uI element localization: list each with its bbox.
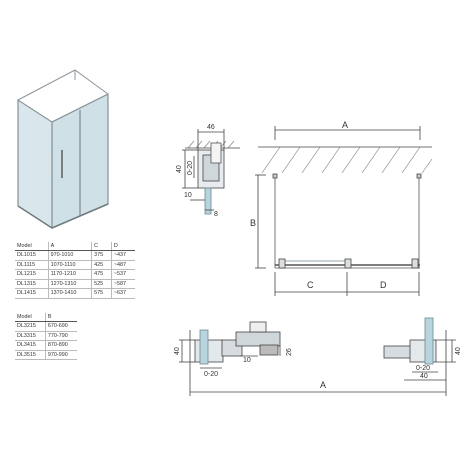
table-header-model: Model [15,313,46,322]
table-row: DL1415 1370-1410 575 ~637 [15,288,135,299]
bottom-dim-26: 26 [286,348,293,356]
table-row: DL3515 970-990 [15,350,77,360]
bottom-dim-40-right: 40 [420,373,428,380]
bottom-label-a: A [320,380,326,390]
table-cell: 970-990 [44,350,77,360]
table-cell: DL1015 [15,250,49,261]
bottom-dim-0-20-right: 0-20 [416,365,430,372]
table-cell: ~587 [110,279,135,289]
table-cell: 870-890 [44,340,77,351]
table-cell: DL3415 [15,340,46,351]
plan-label-a: A [342,120,348,130]
table-cell: ~437 [110,250,135,261]
table-header-d: D [110,242,135,251]
bottom-left-detail [179,321,281,372]
plan-view [255,126,433,296]
profile-dim-8: 8 [214,211,218,218]
plan-label-b: B [250,218,256,228]
plan-label-c: C [307,280,314,290]
bottom-dim-10: 10 [243,357,251,364]
table-cell: DL1415 [15,288,49,299]
table-cell: 970-1010 [47,250,92,261]
profile-dim-40: 40 [176,165,183,173]
table-header-a: A [47,242,92,251]
bottom-dim-0-20-left: 0-20 [204,371,218,378]
overall-dimension-a [189,372,447,396]
table-cell: 770-790 [44,331,77,341]
table-cell: DL3315 [15,331,46,341]
table-header-model: Model [15,242,49,251]
plan-label-d: D [380,280,387,290]
table-cell: DL1215 [15,269,49,280]
dimension-table-side: Model B DL3215 670-690 DL3315 770-790 DL… [15,313,77,360]
table-cell: DL3515 [15,350,46,360]
table-cell: 1070-1110 [47,260,92,270]
table-row: DL3215 670-690 [15,321,77,332]
table-cell: ~637 [110,288,135,299]
profile-dim-0-20: 0-20 [187,161,194,175]
table-row: DL1315 1270-1310 525 ~587 [15,279,135,289]
bottom-dim-40-vertical: 40 [455,347,462,355]
table-header-b: B [44,313,77,322]
table-cell: 1170-1210 [47,269,92,280]
table-cell: DL1315 [15,279,49,289]
table-cell: DL1115 [15,260,49,270]
table-cell: ~537 [110,269,135,280]
table-cell: DL3215 [15,321,46,332]
table-cell: 475 [91,269,112,280]
table-header-c: C [91,242,112,251]
table-cell: ~487 [110,260,135,270]
table-header-row: Model B [15,313,77,322]
table-row: DL3315 770-790 [15,331,77,341]
table-header-row: Model A C D [15,242,135,251]
bottom-dim-40-left: 40 [174,347,181,355]
table-row: DL1015 970-1010 375 ~437 [15,250,135,261]
table-cell: 1370-1410 [47,288,92,299]
profile-dim-10: 10 [184,192,192,199]
dimension-table-main: Model A C D DL1015 970-1010 375 ~437 DL1… [15,242,135,299]
table-cell: 375 [91,250,112,261]
table-row: DL1215 1170-1210 475 ~537 [15,269,135,280]
table-cell: 575 [91,288,112,299]
bottom-right-detail [383,317,456,381]
table-row: DL3415 870-890 [15,340,77,351]
table-cell: 425 [91,260,112,270]
table-row: DL1115 1070-1110 425 ~487 [15,260,135,270]
table-cell: 670-690 [44,321,77,332]
wall-profile-detail [182,129,240,215]
profile-dim-46: 46 [207,124,215,131]
table-cell: 525 [91,279,112,289]
table-cell: 1270-1310 [47,279,92,289]
shower-enclosure-3d [17,69,109,229]
